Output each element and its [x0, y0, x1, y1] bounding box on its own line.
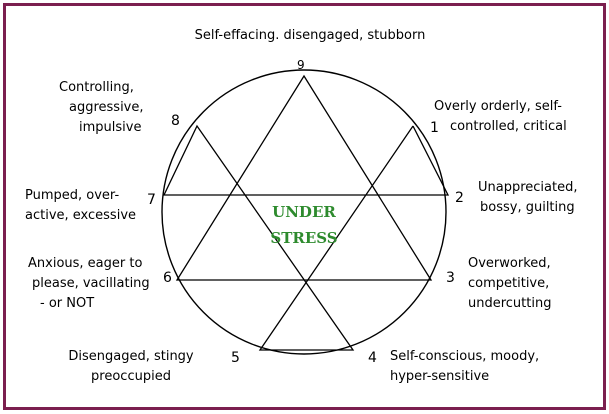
point-number-1: 1 — [430, 120, 439, 136]
label-line: please, vacillating — [32, 276, 150, 291]
label-2: Unappreciated, bossy, guilting — [478, 178, 578, 218]
label-line: Self-conscious, moody, — [390, 349, 540, 364]
point-number-7: 7 — [147, 192, 156, 208]
label-line: Anxious, eager to — [28, 256, 143, 271]
center-title-line: STRESS — [270, 229, 338, 247]
label-3: Overworked, competitive, undercutting — [468, 254, 551, 314]
point-number-4: 4 — [368, 350, 377, 366]
label-line: - or NOT — [40, 296, 95, 311]
point-number-8: 8 — [171, 113, 180, 129]
label-line: Disengaged, stingy — [68, 349, 194, 364]
label-line: Overly orderly, self- — [434, 99, 562, 114]
label-line: preoccupied — [91, 369, 171, 384]
enneagram-circle — [161, 69, 447, 355]
label-1: Overly orderly, self- controlled, critic… — [434, 97, 567, 137]
label-line: bossy, guilting — [480, 200, 575, 215]
point-number-6: 6 — [163, 270, 172, 286]
label-5: Disengaged, stingy preoccupied — [56, 347, 206, 387]
hexad-line — [162, 124, 450, 351]
point-number-9: 9 — [297, 58, 305, 72]
label-line: Overworked, — [468, 256, 551, 271]
label-6: Anxious, eager to please, vacillating - … — [28, 254, 150, 314]
label-line: undercutting — [468, 296, 552, 311]
label-line: controlled, critical — [450, 119, 567, 134]
label-line: impulsive — [79, 120, 142, 135]
label-line: Pumped, over- — [25, 188, 120, 203]
label-9: Self-effacing. disengaged, stubborn — [180, 26, 440, 46]
label-4: Self-conscious, moody, hyper-sensitive — [390, 347, 539, 387]
label-8: Controlling, aggressive, impulsive — [59, 78, 144, 138]
label-7: Pumped, over- active, excessive — [25, 186, 136, 226]
label-line: Controlling, — [59, 80, 134, 95]
label-line: Self-effacing. disengaged, stubborn — [194, 28, 426, 43]
label-line: competitive, — [468, 276, 550, 291]
label-line: Unappreciated, — [478, 180, 578, 195]
center-title-line: UNDER — [272, 203, 336, 221]
label-line: aggressive, — [69, 100, 144, 115]
center-title: UNDER STRESS — [254, 199, 354, 251]
point-number-3: 3 — [446, 270, 455, 286]
label-line: hyper-sensitive — [390, 369, 490, 384]
point-number-2: 2 — [455, 190, 464, 206]
diagram-frame — [3, 3, 606, 410]
label-line: active, excessive — [25, 208, 137, 223]
point-number-5: 5 — [231, 350, 240, 366]
